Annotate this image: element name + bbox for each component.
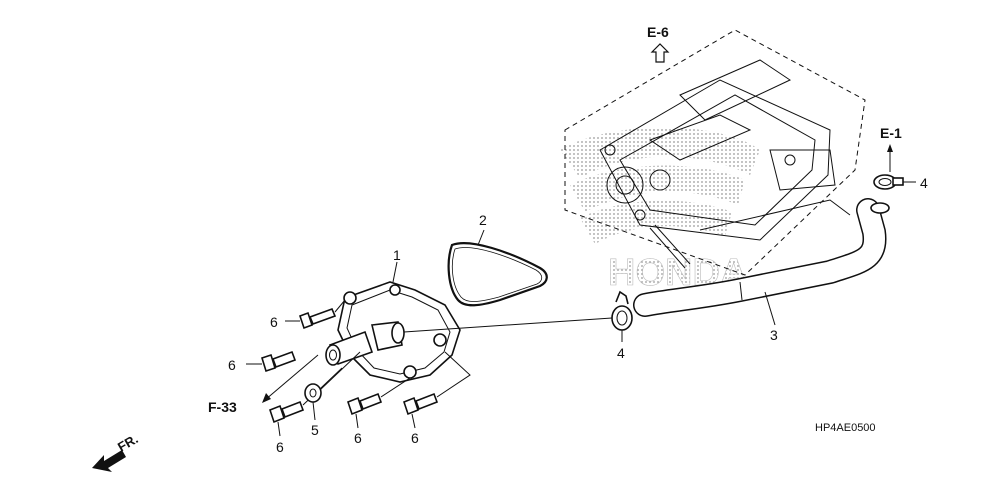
- callout-3: 3: [770, 327, 778, 343]
- bolt-upper: [298, 307, 337, 330]
- ref-e1-label: E-1: [880, 125, 902, 141]
- leader-6-d: [355, 413, 359, 429]
- hose-clamp-upper: [873, 174, 904, 190]
- leader-bolt-center-align: [380, 377, 411, 398]
- diagram-code: HP4AE0500: [815, 422, 876, 434]
- leader-bolt-upper-align: [334, 299, 346, 313]
- alignment-line: [403, 317, 613, 333]
- hose-clamp-lower: [611, 290, 633, 331]
- callout-6-c: 6: [276, 439, 284, 455]
- leader-3: [764, 291, 776, 326]
- e1-reference-arrow: E-1: [880, 125, 902, 172]
- callout-6-b: 6: [228, 357, 236, 373]
- o-ring-gasket: [447, 242, 548, 307]
- ref-e6-label: E-6: [647, 24, 669, 40]
- bolt-middle: [261, 350, 297, 373]
- engine-case-reference: [564, 29, 866, 276]
- ref-f33-label: F-33: [208, 399, 237, 415]
- e6-reference-arrow: E-6: [647, 24, 670, 63]
- callout-6-e: 6: [411, 430, 419, 446]
- leader-6-e: [411, 413, 416, 429]
- callout-2: 2: [479, 212, 487, 228]
- leader-2: [477, 229, 485, 246]
- sealing-washer: [304, 383, 322, 403]
- bolt-lower-center: [347, 392, 383, 416]
- water-hose: [633, 198, 890, 317]
- callout-4-lower: 4: [617, 345, 625, 361]
- leader-bolt-right-align: [436, 351, 471, 398]
- leader-6-c: [277, 421, 281, 437]
- honda-wing-watermark: [560, 127, 760, 244]
- callout-4-upper: 4: [920, 175, 928, 191]
- callout-6-d: 6: [354, 430, 362, 446]
- leader-washer-align: [319, 351, 361, 391]
- front-direction-arrow: FR.: [92, 431, 141, 472]
- front-direction-label: FR.: [115, 431, 141, 454]
- bolt-lower-right: [403, 392, 439, 416]
- callout-1: 1: [393, 247, 401, 263]
- f33-reference-arrow: F-33: [208, 354, 319, 415]
- bolt-lower-left: [269, 400, 305, 424]
- leader-5: [312, 401, 316, 421]
- callout-6-a: 6: [270, 314, 278, 330]
- leader-1: [392, 261, 398, 283]
- callout-5: 5: [311, 422, 319, 438]
- water-pump-cover: [325, 281, 461, 383]
